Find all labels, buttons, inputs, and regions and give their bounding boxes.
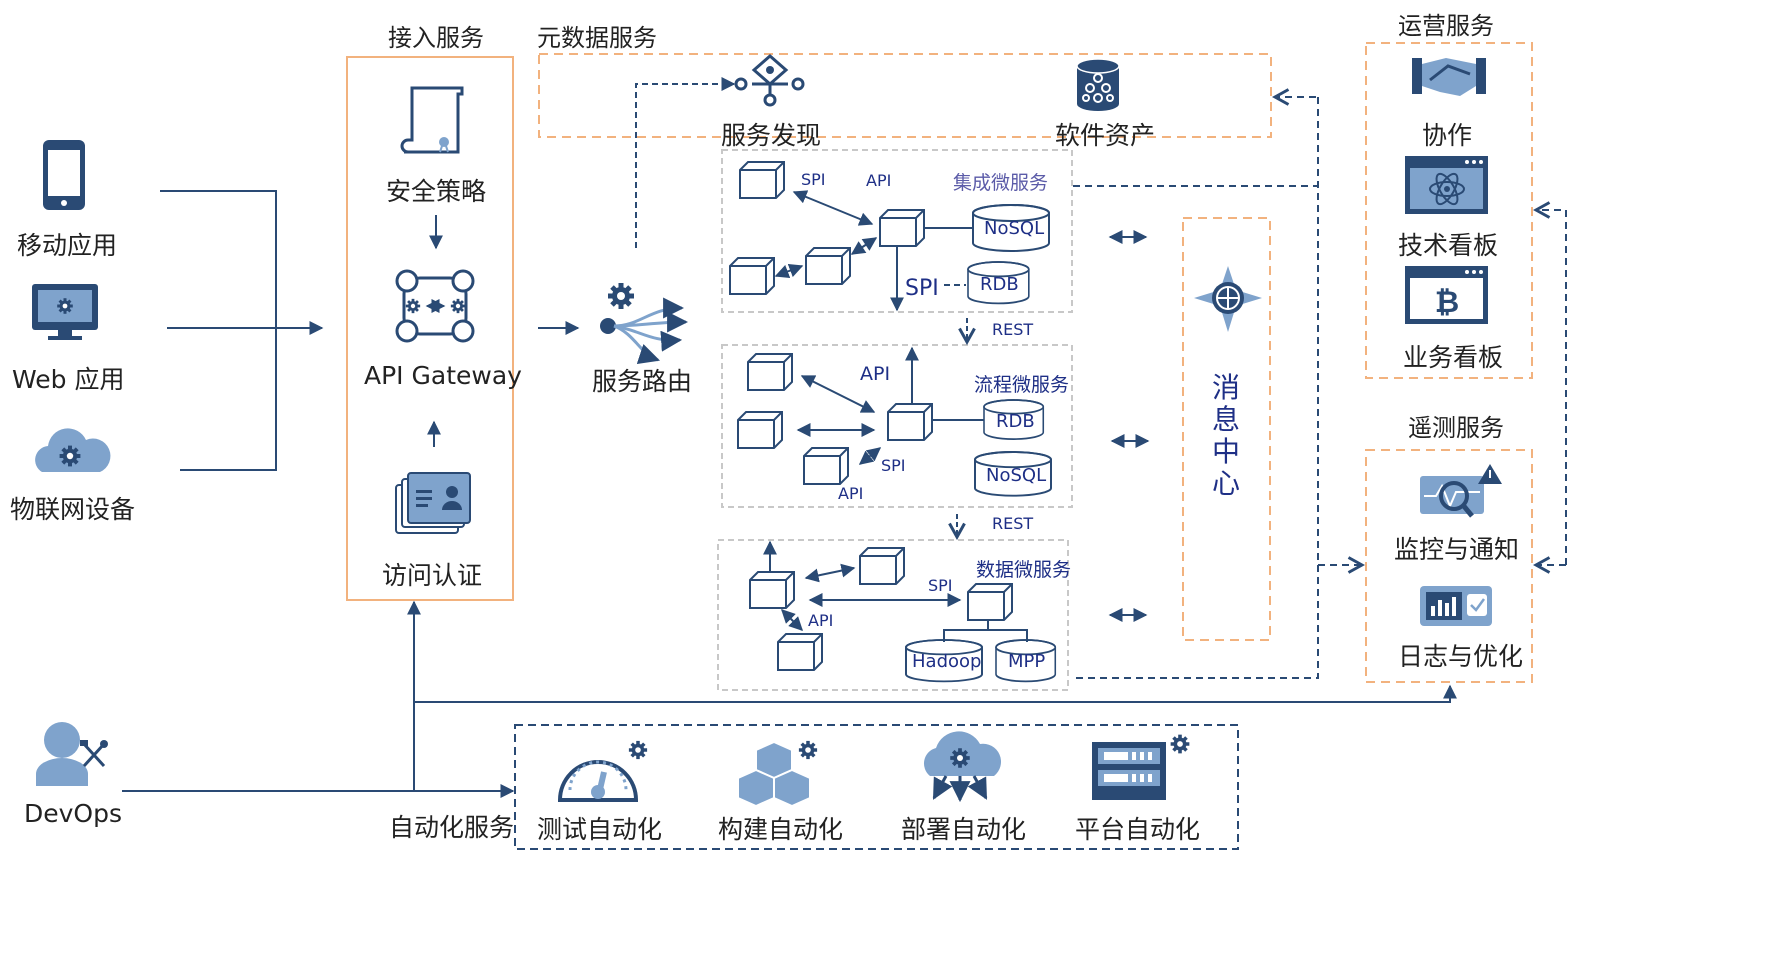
process-ms-diagram [737,346,1052,497]
devops-label: DevOps [24,799,122,828]
routing-to-discovery-arrow [635,77,736,248]
rest-label-1: REST [992,320,1034,339]
security-policy-label: 安全策略 [386,177,487,206]
data-ms-diagram [749,540,1057,683]
process-ms-title: 流程微服务 [974,374,1070,396]
access-service-frame [346,56,514,601]
integration-ms-diagram [729,161,1050,312]
log-optimize-label: 日志与优化 [1398,642,1524,671]
business-board-label: 业务看板 [1403,343,1504,372]
process-rdb-label: RDB [996,411,1035,432]
ops-service-frame [1365,42,1533,379]
telemetry-service-title: 遥测服务 [1408,414,1504,442]
process-spi-label: SPI [881,456,906,475]
software-assets-label: 软件资产 [1055,121,1156,150]
metadata-service-frame [538,53,1272,138]
collaboration-label: 协作 [1422,121,1473,150]
service-discovery-label: 服务发现 [721,121,822,150]
security-policy-icon [400,86,464,154]
message-center-char-3: 中 [1212,435,1241,468]
mobile-phone-icon [43,140,85,210]
metadata-service-title: 元数据服务 [537,24,657,52]
mpp-label: MPP [1008,651,1046,672]
service-bus-dashed [1073,97,1319,679]
message-center-char-1: 消 [1212,371,1241,404]
client-connectors [160,190,324,471]
devops-person-icon [36,722,108,786]
data-spi-label: SPI [928,576,953,595]
platform-automation-icon [1092,732,1192,800]
access-auth-icon [395,472,471,534]
api-gateway-label: API Gateway [364,361,522,390]
monitor-notify-icon [1420,464,1502,518]
telemetry-service-frame [1365,449,1533,683]
automation-service-frame [514,724,1239,850]
test-automation-icon [557,739,649,802]
business-board-icon: ₿ [1405,266,1488,324]
data-api-label: API [808,611,834,630]
software-assets-icon [1076,58,1120,111]
access-auth-label: 访问认证 [382,561,483,590]
svg-text:₿: ₿ [1435,285,1459,320]
monitor-notify-label: 监控与通知 [1394,535,1520,564]
integration-nosql-label: NoSQL [984,218,1045,239]
devops-connectors [122,600,1457,798]
access-service-title: 接入服务 [388,24,484,52]
mobile-app-label: 移动应用 [17,231,118,260]
integration-spi-small-label: SPI [801,170,826,189]
process-api-bottom-label: API [838,484,864,503]
integration-ms-frame [721,149,1073,313]
tech-board-label: 技术看板 [1398,231,1499,260]
data-ms-frame [717,539,1069,691]
message-center-char-2: 息 [1212,403,1241,436]
build-automation-label: 构建自动化 [718,815,844,844]
integration-rdb-label: RDB [980,274,1019,295]
collaboration-handshake-icon [1412,58,1486,96]
deploy-automation-icon [923,731,1002,803]
web-app-label: Web 应用 [12,365,125,394]
tech-board-icon [1405,156,1488,214]
web-monitor-icon [32,284,98,340]
integration-spi-big-label: SPI [905,276,939,301]
api-gateway-icon [395,269,475,343]
deploy-automation-label: 部署自动化 [901,815,1027,844]
message-center-char-4: 心 [1212,467,1241,500]
process-api-top-label: API [860,363,891,385]
test-automation-label: 测试自动化 [537,815,663,844]
rest-label-2: REST [992,514,1034,533]
automation-service-title: 自动化服务 [389,813,515,842]
service-discovery-icon [734,54,805,107]
service-routing-label: 服务路由 [592,367,693,396]
integration-api-label: API [866,171,892,190]
iot-cloud-icon [35,428,111,472]
message-center-icon [1194,266,1262,332]
hadoop-label: Hadoop [912,651,982,672]
process-nosql-label: NoSQL [986,465,1047,486]
message-center-links [1108,230,1150,622]
platform-automation-label: 平台自动化 [1075,815,1201,844]
log-optimize-icon [1420,586,1492,626]
build-automation-icon [737,739,819,808]
process-ms-frame [721,344,1073,508]
telemetry-to-ops-arrow [1536,210,1567,565]
iot-device-label: 物联网设备 [10,495,136,524]
service-routing-icon [600,283,689,364]
integration-ms-title: 集成微服务 [953,172,1049,194]
data-ms-title: 数据微服务 [976,559,1072,581]
ops-service-title: 运营服务 [1398,12,1494,40]
